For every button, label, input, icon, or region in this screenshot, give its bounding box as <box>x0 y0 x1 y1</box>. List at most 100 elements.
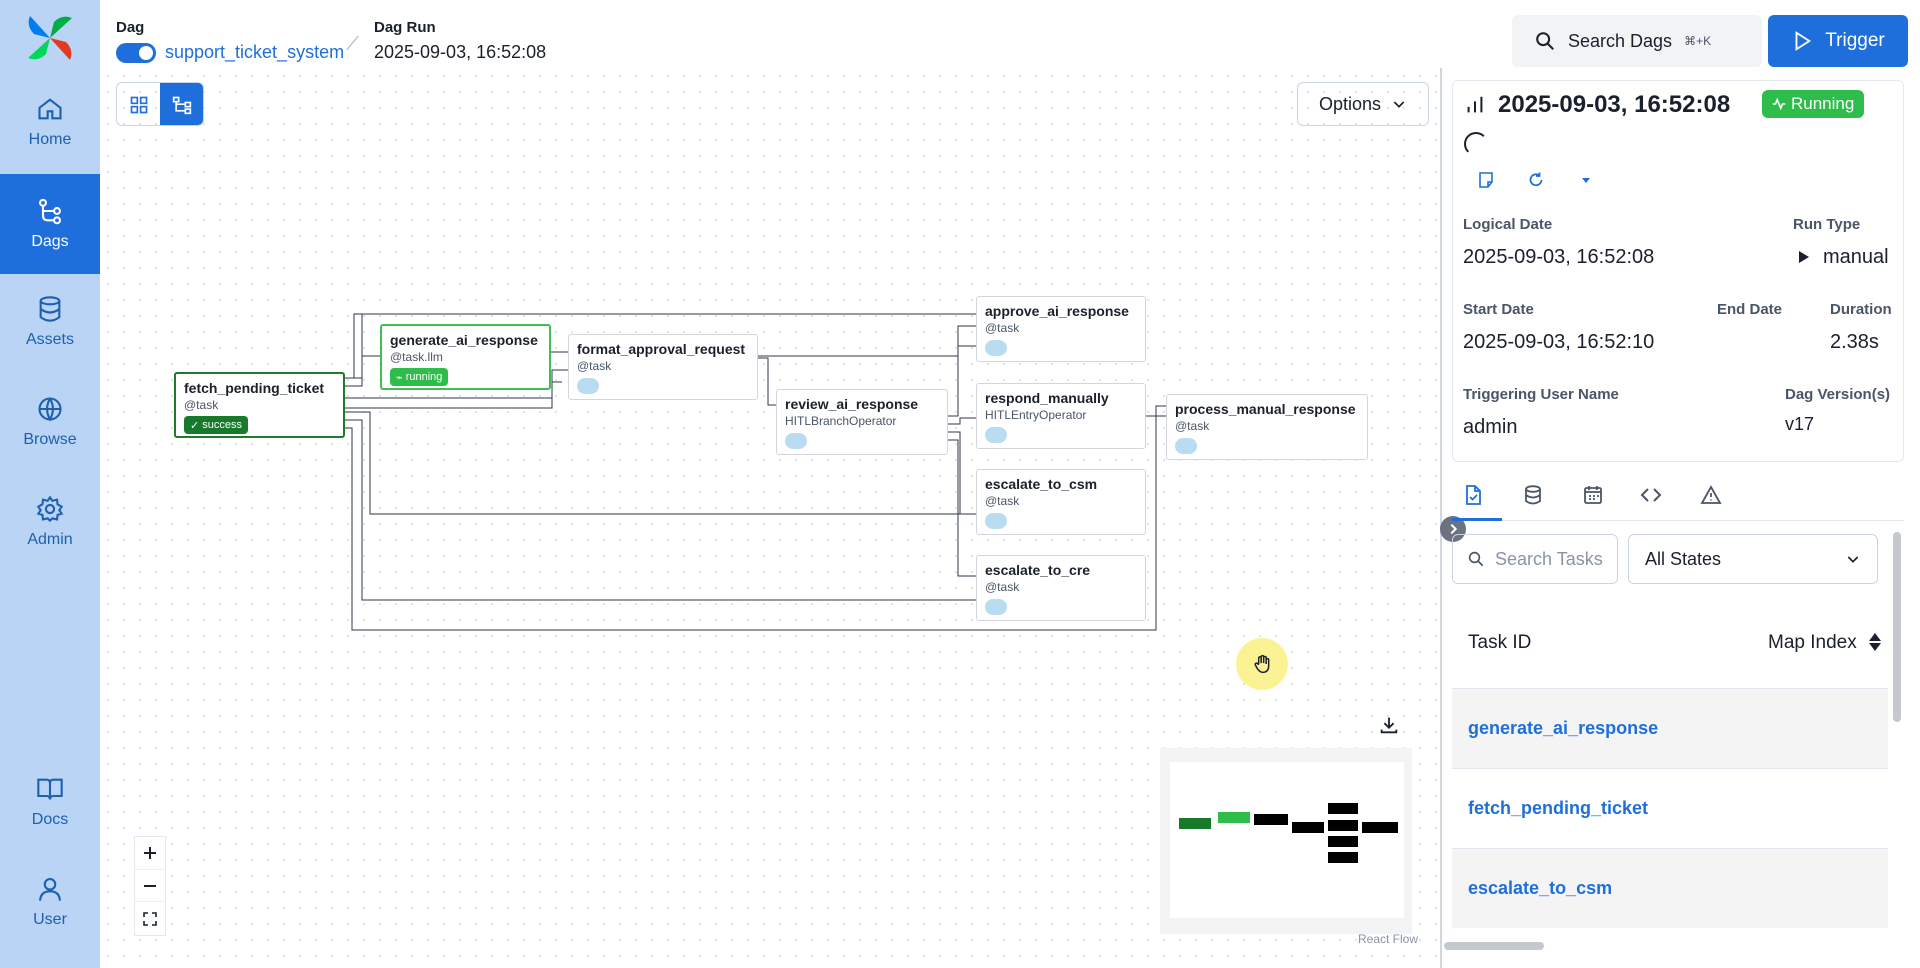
run-state-badge: Running <box>1762 90 1865 118</box>
database-icon <box>39 296 61 322</box>
task-node-process-manual-response[interactable]: process_manual_response @task <box>1166 394 1368 460</box>
refresh-icon[interactable] <box>1527 171 1545 189</box>
table-row[interactable]: escalate_to_csm <box>1452 848 1888 928</box>
run-state-label: Running <box>1791 94 1855 113</box>
tab-code[interactable] <box>1640 484 1662 506</box>
task-node-review-ai-response[interactable]: review_ai_response HITLBranchOperator <box>776 389 948 455</box>
task-id-link[interactable]: generate_ai_response <box>1468 718 1659 738</box>
download-icon[interactable] <box>1378 714 1400 736</box>
task-node-generate-ai-response[interactable]: generate_ai_response @task.llm ⌁ running <box>380 324 551 390</box>
dag-enabled-toggle[interactable] <box>116 43 156 63</box>
caret-down-icon[interactable] <box>1577 171 1595 189</box>
table-row[interactable]: fetch_pending_ticket <box>1452 768 1888 848</box>
sidebar-item-browse[interactable]: Browse <box>0 372 100 472</box>
sidebar-item-dags[interactable]: Dags <box>0 174 100 274</box>
start-date-value: 2025-09-03, 16:52:10 <box>1463 331 1655 353</box>
panel-divider[interactable] <box>1440 68 1442 968</box>
sidebar-item-label: Docs <box>31 811 69 828</box>
state-indicator <box>785 433 807 449</box>
activity-icon <box>1772 97 1786 111</box>
task-node-escalate-to-csm[interactable]: escalate_to_csm @task <box>976 469 1146 535</box>
task-node-respond-manually[interactable]: respond_manually HITLEntryOperator <box>976 383 1146 449</box>
run-type-value: manual <box>1823 246 1889 268</box>
minimap[interactable] <box>1160 748 1412 934</box>
dag-name-link[interactable]: support_ticket_system <box>165 42 345 62</box>
sidebar-item-home[interactable]: Home <box>0 72 100 172</box>
task-search-input[interactable] <box>1495 548 1605 570</box>
chevron-down-icon <box>1393 101 1405 108</box>
task-node-escalate-to-cre[interactable]: escalate_to_cre @task <box>976 555 1146 621</box>
zoom-in-button[interactable] <box>135 837 165 870</box>
book-icon <box>37 778 63 800</box>
hand-icon <box>1254 654 1270 674</box>
tab-warnings[interactable] <box>1700 484 1722 506</box>
graph-icon <box>172 96 191 115</box>
options-label: Options <box>1318 93 1382 114</box>
task-node-name: escalate_to_cre <box>985 562 1091 578</box>
react-flow-attribution[interactable]: React Flow <box>1358 932 1419 946</box>
sidebar-item-docs[interactable]: Docs <box>0 752 100 852</box>
airflow-logo[interactable] <box>24 12 76 64</box>
dag-version-value: v17 <box>1785 414 1815 434</box>
duration-value: 2.38s <box>1830 331 1879 353</box>
state-indicator <box>985 599 1007 615</box>
loading-spinner <box>1464 132 1488 156</box>
grid-view-button[interactable] <box>117 83 160 125</box>
dags-icon <box>39 198 61 225</box>
vertical-scrollbar[interactable] <box>1893 532 1901 722</box>
bar-chart-icon <box>1467 96 1483 113</box>
tabs-border <box>1452 520 1904 521</box>
run-details-card <box>1452 80 1904 462</box>
view-toggle <box>116 82 204 126</box>
sidebar-item-label: Dags <box>31 233 69 250</box>
task-node-operator: @task <box>184 398 219 412</box>
minus-icon <box>144 884 156 887</box>
dag-run-value: 2025-09-03, 16:52:08 <box>374 42 547 62</box>
task-node-operator: @task <box>1175 419 1210 433</box>
task-node-name: escalate_to_csm <box>985 476 1098 492</box>
options-button[interactable]: Options <box>1297 82 1429 126</box>
column-header-task-id[interactable]: Task ID <box>1468 632 1532 653</box>
dag-version-label: Dag Version(s) <box>1785 386 1891 403</box>
task-node-format-approval-request[interactable]: format_approval_request @task <box>568 334 758 400</box>
sidebar-item-label: Admin <box>27 531 73 548</box>
state-badge: ⌁ running <box>390 368 449 386</box>
trigger-button[interactable]: Trigger <box>1768 15 1908 67</box>
note-icon[interactable] <box>1477 171 1495 189</box>
sidebar-item-admin[interactable]: Admin <box>0 472 100 572</box>
task-node-operator: HITLBranchOperator <box>785 414 897 428</box>
state-indicator <box>985 513 1007 529</box>
table-row[interactable]: generate_ai_response <box>1452 688 1888 768</box>
logical-date-value: 2025-09-03, 16:52:08 <box>1463 246 1655 268</box>
fit-view-button[interactable] <box>135 902 165 935</box>
minimap-node <box>1254 814 1288 825</box>
search-icon <box>1468 551 1484 567</box>
state-badge-label: running <box>405 371 443 383</box>
task-node-operator: @task <box>985 580 1020 594</box>
sidebar-item-user[interactable]: User <box>0 852 100 952</box>
state-filter-select[interactable]: All States <box>1628 534 1878 584</box>
column-header-map-index[interactable]: Map Index <box>1768 632 1857 653</box>
graph-view-button[interactable] <box>160 83 203 125</box>
task-id-link[interactable]: fetch_pending_ticket <box>1468 798 1649 818</box>
tab-assets[interactable] <box>1522 484 1544 506</box>
zoom-out-button[interactable] <box>135 870 165 903</box>
play-icon <box>1795 31 1812 51</box>
fit-view-icon <box>143 911 157 926</box>
tab-events[interactable] <box>1582 484 1604 506</box>
state-badge-label: success <box>202 419 243 431</box>
minimap-node <box>1179 818 1211 829</box>
horizontal-scrollbar[interactable] <box>1444 942 1544 950</box>
tab-task-instances[interactable] <box>1462 484 1484 506</box>
task-node-approve-ai-response[interactable]: approve_ai_response @task <box>976 296 1146 362</box>
chevron-right-icon <box>1450 523 1458 535</box>
search-dags-button[interactable]: Search Dags ⌘+K <box>1512 15 1762 67</box>
search-icon <box>1536 32 1554 50</box>
task-search-field[interactable] <box>1452 534 1618 584</box>
sort-icon[interactable] <box>1868 632 1882 652</box>
minimap-node <box>1218 812 1250 823</box>
task-node-fetch-pending-ticket[interactable]: fetch_pending_ticket @task ✓ success <box>174 372 345 438</box>
task-id-link[interactable]: escalate_to_csm <box>1468 878 1613 898</box>
dag-run-label: Dag Run <box>374 19 436 36</box>
sidebar-item-assets[interactable]: Assets <box>0 272 100 372</box>
